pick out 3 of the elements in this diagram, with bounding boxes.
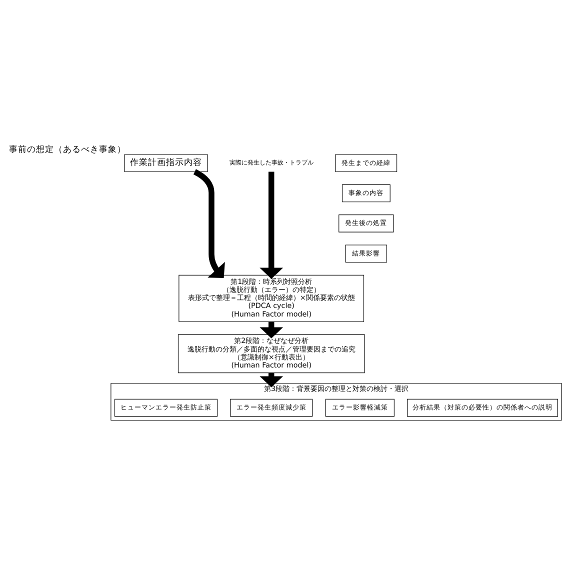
- node-box: 作業計画指示内容: [124, 154, 208, 172]
- node-label: 事前の想定（あるべき事象）: [9, 144, 126, 154]
- arrow: [260, 171, 284, 278]
